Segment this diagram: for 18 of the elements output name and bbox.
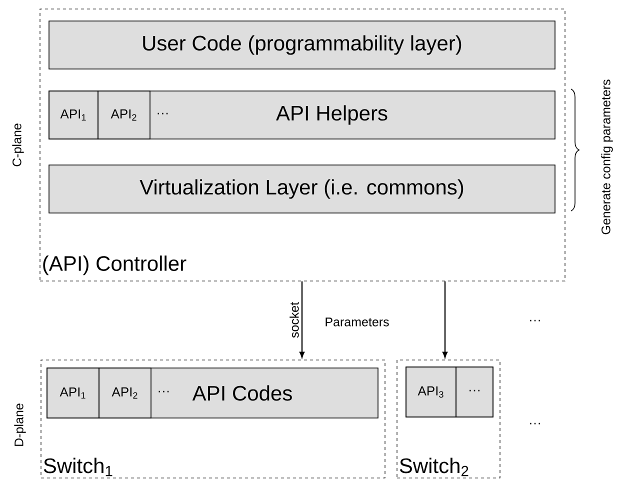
api-cell: API$_{3}$ [406,366,456,418]
layer-box: User Code (programmability layer) [48,20,556,70]
api-cell: API$_{1}$ [46,368,100,418]
edge-label: socket [288,300,301,340]
d-plane-label: D-plane [14,404,26,446]
api-cell: API$_{2}$ [98,368,152,418]
ellipsis: ··· [530,422,540,424]
ellipsis: ··· [530,320,540,322]
api-cell: API$_{1}$ [48,90,98,140]
api-cell: ··· [456,366,494,418]
arrow [442,281,448,358]
parameters-label: Parameters [326,318,389,326]
layer-box: Virtualization Layer (i.e. commons) [48,164,556,214]
api-cell: API$_{2}$ [98,90,150,140]
arrow [299,281,305,358]
layer-box [406,366,494,418]
side-note: Generate config parameters [601,80,613,234]
c-plane-label: C-plane [12,124,24,166]
